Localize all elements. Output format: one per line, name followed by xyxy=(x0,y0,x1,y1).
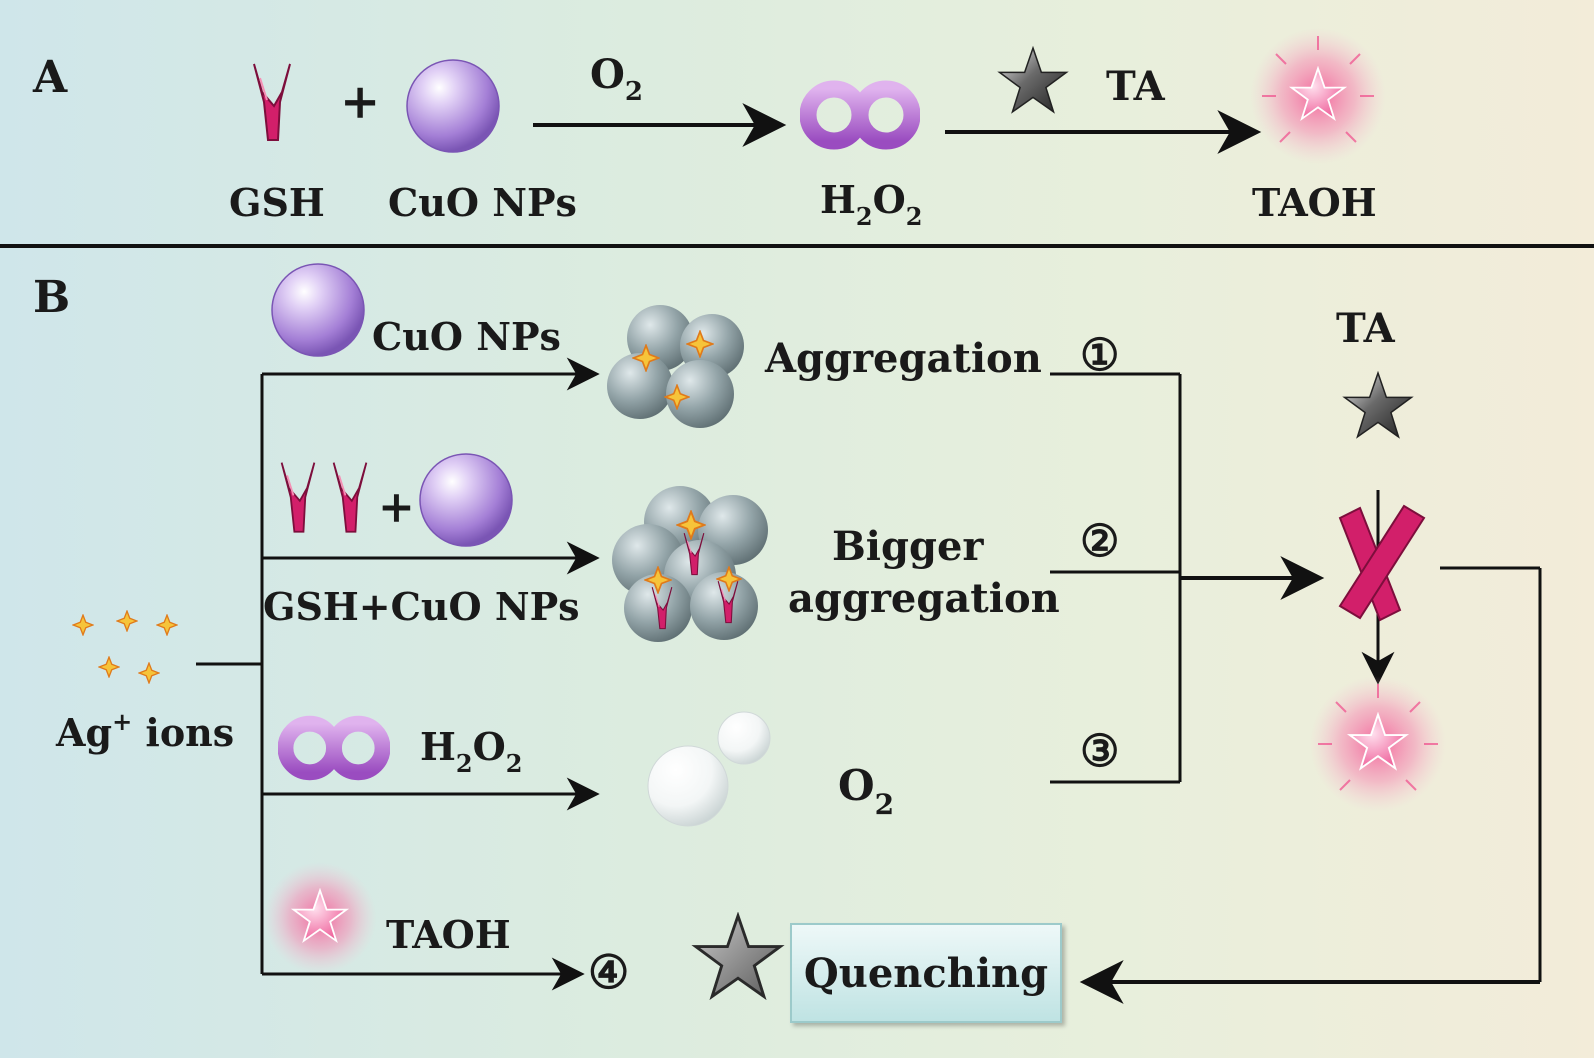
h2o2-label-a: H2O2 xyxy=(820,177,922,231)
cuo-nanoparticle-icon-row1 xyxy=(271,263,365,357)
ta-star-icon xyxy=(998,47,1068,113)
plus-sign-b: + xyxy=(378,482,415,533)
row1-reagent-label: CuO NPs xyxy=(372,314,561,359)
cuo-nps-label: CuO NPs xyxy=(388,180,577,225)
step-3-marker: ③ xyxy=(1080,726,1119,777)
merge-bracket xyxy=(1050,372,1182,784)
taoh-rays-b xyxy=(1318,684,1438,791)
aggregation-label-row2: aggregation xyxy=(788,575,1060,622)
ta-star-icon-b xyxy=(1343,372,1413,438)
quenching-label: Quenching xyxy=(803,949,1049,997)
h2o2-icon-row3 xyxy=(285,724,382,773)
o2-arrow-label: O2 xyxy=(590,51,643,107)
cuo-nanoparticle-icon-row2 xyxy=(419,453,513,547)
taoh-rays-a xyxy=(1262,36,1374,143)
plus-sign-a: + xyxy=(340,74,380,130)
ta-label-b: TA xyxy=(1336,305,1396,352)
quenched-star-icon xyxy=(694,914,782,998)
aggregation-cluster-icon xyxy=(607,305,744,428)
h2o2-label-b: H2O2 xyxy=(420,724,522,778)
quenching-box: Quenching xyxy=(790,923,1062,1023)
aggregation-label: Aggregation xyxy=(764,335,1042,382)
panel-b-letter: B xyxy=(33,272,70,323)
branch-lines xyxy=(196,374,264,974)
o2-label-b: O2 xyxy=(838,761,894,821)
taoh-label-a: TAOH xyxy=(1252,180,1377,225)
cuo-nanoparticle-icon xyxy=(406,59,500,153)
gsh-icon-row2-b xyxy=(332,461,368,533)
silver-ion-sparkles xyxy=(72,610,178,684)
bigger-label: Bigger xyxy=(832,523,984,570)
step-2-marker: ② xyxy=(1080,516,1119,567)
ta-arrow-label: TA xyxy=(1106,63,1166,110)
panel-a-letter: A xyxy=(32,52,68,103)
row4-reagent-label: TAOH xyxy=(386,912,511,957)
gsh-icon xyxy=(253,63,291,141)
return-path xyxy=(1440,566,1542,982)
blocked-cross-icon xyxy=(1338,504,1426,622)
row2-reagent-label: GSH+CuO NPs xyxy=(263,584,580,629)
gsh-icon-row2-a xyxy=(280,461,316,533)
step-4-marker: ④ xyxy=(588,945,629,999)
gsh-label: GSH xyxy=(229,180,325,225)
h2o2-icon xyxy=(808,89,912,141)
ag-ions-label: Ag+ ions xyxy=(55,707,234,755)
oxygen-bubbles-icon xyxy=(647,711,771,827)
bigger-aggregation-cluster-icon xyxy=(612,486,768,642)
